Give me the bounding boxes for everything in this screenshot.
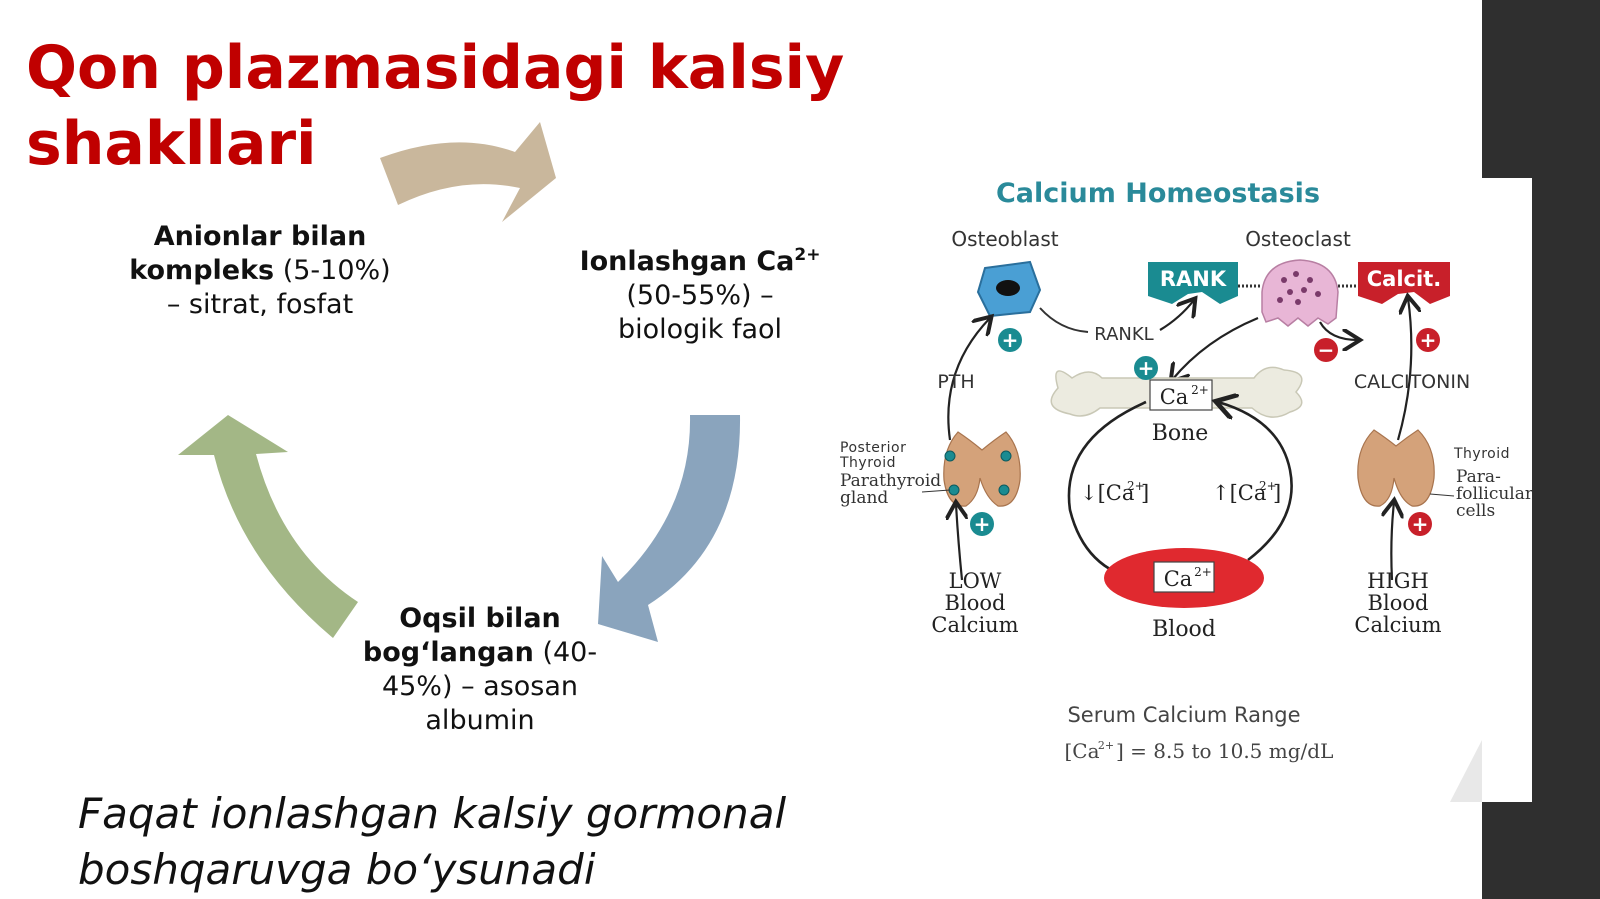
calcium-homeostasis-figure: Calcium Homeostasis Osteoblast Osteoclas… (839, 178, 1534, 802)
protein-bound-text: Oqsil bilan bog‘langan (40-45%) – asosan… (340, 602, 620, 738)
blood-ca-box (1153, 561, 1215, 593)
osteoclast-nuclei (1277, 271, 1321, 305)
plus-badge-thyroid: + (1408, 512, 1432, 536)
bone-ca-text: Ca (1160, 385, 1189, 409)
calcitonin-label: CALCITONIN (1354, 371, 1470, 393)
calcitonin-arrow (1396, 298, 1411, 441)
loop-right-arrow (1218, 402, 1293, 562)
loop-left-arrow (1067, 400, 1146, 580)
low-calcium-label: Calcium (931, 613, 1018, 637)
osteoclast-label: Osteoclast (1245, 227, 1351, 251)
arrow-tan (380, 122, 556, 222)
rankl-label: RANKL (1094, 324, 1153, 345)
svg-text:−: − (1318, 338, 1335, 362)
plus-badge-bone: + (1134, 356, 1158, 380)
anion-rest: (5-10%) – sitrat, fosfat (166, 255, 391, 320)
osteoblast-label: Osteoblast (951, 227, 1058, 251)
protein-bold: Oqsil bilan bog‘langan (362, 603, 561, 668)
serum-range-title: Serum Calcium Range (1067, 703, 1300, 727)
low-calcium-arrow (956, 504, 962, 581)
serum-range-pre: [Ca (1064, 739, 1099, 763)
up-ca-text: ↑[Ca (1212, 481, 1266, 505)
figure-svg: Calcium Homeostasis Osteoblast Osteoclas… (839, 178, 1534, 802)
down-ca-close: ] (1141, 481, 1149, 505)
svg-text:+: + (974, 512, 991, 536)
blood-ca-sup: 2+ (1194, 565, 1212, 579)
osteoclast-to-bone-arrow (1172, 316, 1259, 380)
blood-ca-text: Ca (1164, 567, 1193, 591)
down-ca-sup: 2+ (1127, 479, 1145, 493)
high-calcium-arrow (1391, 502, 1394, 581)
plus-badge-calcit: + (1416, 328, 1440, 352)
protein-rest: (40-45%) – asosan albumin (381, 637, 598, 736)
posterior-label: Posterior (840, 440, 906, 456)
anion-bold: Anionlar bilan kompleks (129, 221, 367, 286)
up-ca-sup: 2+ (1259, 479, 1277, 493)
plus-badge-parathyroid: + (970, 512, 994, 536)
high-calcium-label: Calcium (1354, 613, 1441, 637)
serum-range-value: ] = 8.5 to 10.5 mg/dL (1116, 739, 1333, 763)
blood-label: Blood (1152, 617, 1216, 642)
low-blood-label: Blood (945, 591, 1006, 615)
svg-text:+: + (1420, 328, 1437, 352)
bone-label: Bone (1152, 421, 1209, 446)
up-ca-close: ] (1273, 481, 1281, 505)
plus-badge-pth: + (998, 328, 1022, 352)
parafollicular-label-1: Para- (1456, 467, 1501, 487)
thyroid-pointer (1429, 493, 1455, 497)
minus-badge-osteoclast: − (1314, 338, 1338, 362)
osteoclast-cell (1261, 259, 1339, 327)
pth-label: PTH (937, 371, 974, 393)
ionized-sup: 2+ (794, 245, 821, 265)
ionized-calcium-text: Ionlashgan Ca2+ (50-55%) – biologik faol (570, 238, 830, 347)
gland-label: gland (840, 488, 888, 508)
calcit-receptor (1358, 262, 1450, 304)
parathyroid-label: Parathyroid (840, 471, 941, 491)
thyroid-left-label: Thyroid (840, 455, 896, 471)
svg-text:+: + (1412, 512, 1429, 536)
ionized-rest: (50-55%) – biologik faol (617, 280, 783, 345)
arrow-blue (598, 415, 741, 642)
calcitonin-inhibit-arrow (1319, 321, 1358, 340)
rank-label: RANK (1160, 267, 1227, 291)
calcit-label: Calcit. (1367, 267, 1441, 291)
rank-receptor (1148, 262, 1238, 304)
high-blood-label: Blood (1368, 591, 1429, 615)
high-label: HIGH (1367, 569, 1429, 593)
down-ca-text: ↓[Ca (1080, 481, 1134, 505)
arrow-green (178, 415, 358, 638)
cycle-arrows (178, 122, 741, 642)
svg-text:+: + (1138, 356, 1155, 380)
rankl-line (1039, 307, 1089, 333)
ionized-bold: Ionlashgan Ca (579, 246, 795, 277)
page-corner-fold (1450, 740, 1482, 802)
rankl-arrow (1159, 300, 1194, 331)
figure-title: Calcium Homeostasis (996, 178, 1320, 209)
low-label: LOW (949, 569, 1002, 593)
parathyroid-dots (944, 450, 1012, 496)
thyroid-right-label: Thyroid (1453, 446, 1510, 462)
serum-range-sup: 2+ (1098, 739, 1114, 752)
page-title: Qon plazmasidagi kalsiy shakllari (26, 33, 845, 179)
anion-complex-text: Anionlar bilan kompleks (5-10%) – sitrat… (120, 220, 400, 322)
osteoblast-nucleus (996, 280, 1020, 296)
parathyroid-pointer (921, 489, 951, 493)
pth-arrow (947, 318, 990, 441)
thyroid-gland (1357, 429, 1435, 507)
bone-ca-sup: 2+ (1191, 383, 1209, 397)
parafollicular-label-2: follicular (1456, 484, 1532, 504)
footer-note: Faqat ionlashgan kalsiy gormonal boshqar… (78, 789, 787, 894)
parafollicular-label-3: cells (1456, 501, 1495, 521)
svg-text:+: + (1002, 328, 1019, 352)
